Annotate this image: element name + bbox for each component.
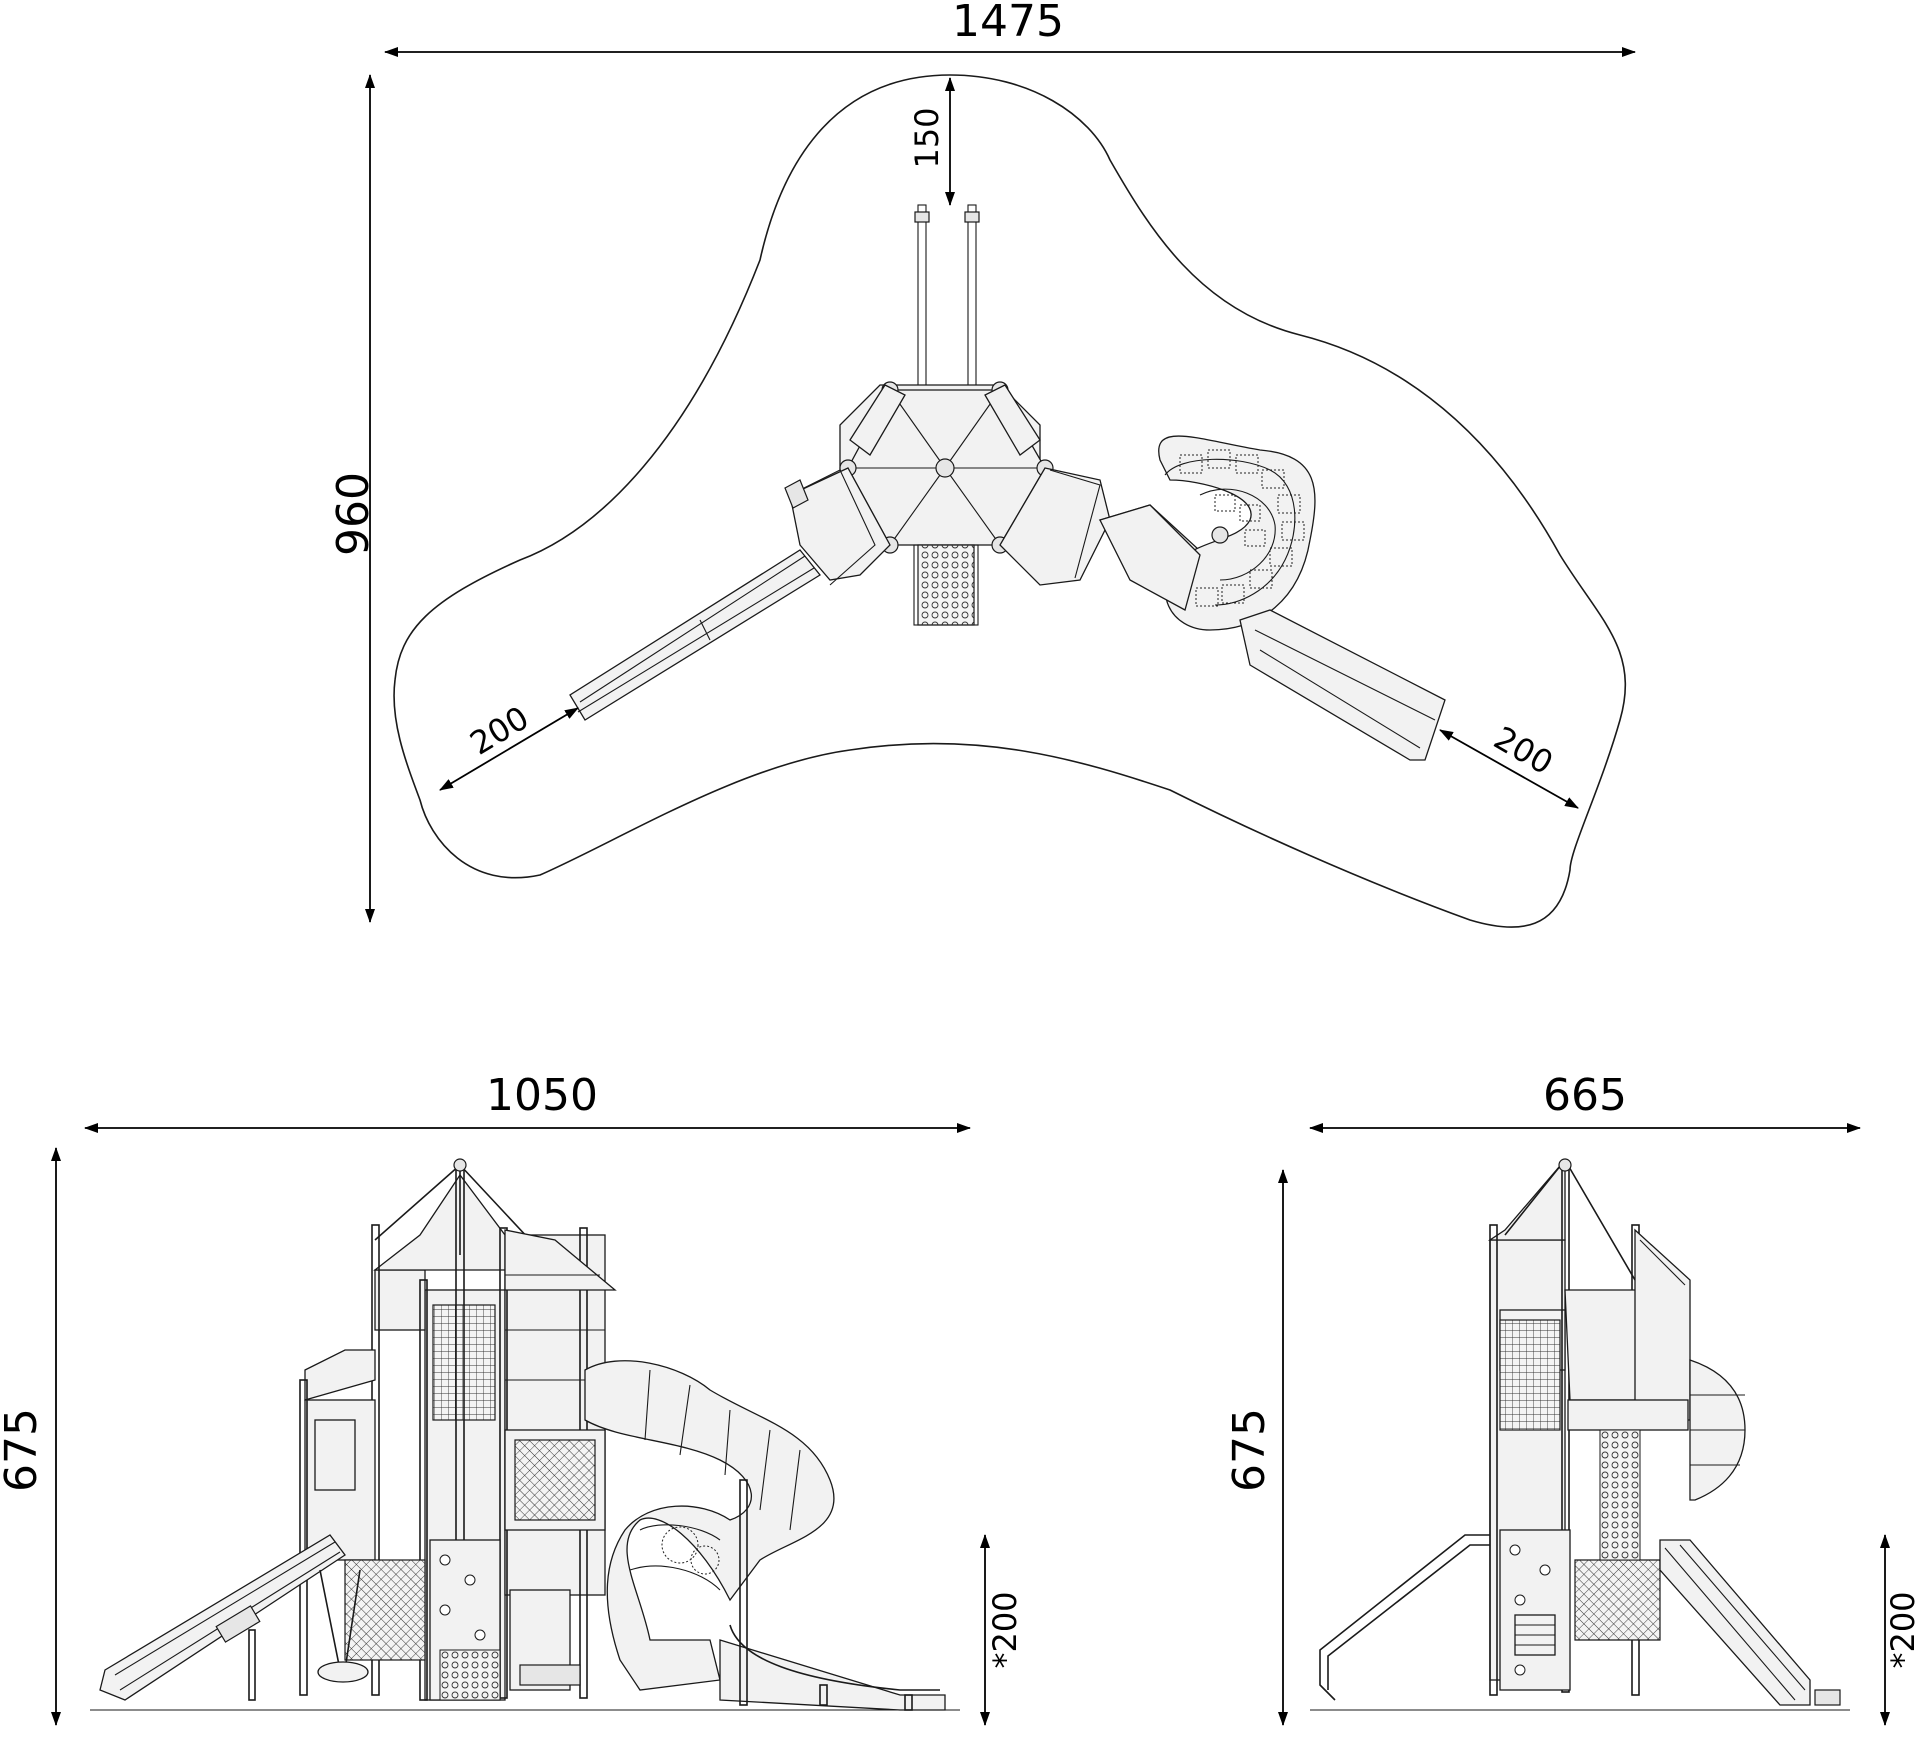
top-view: 1475 960 150 200 200 <box>328 0 1636 928</box>
front-left-tower <box>299 1349 426 1696</box>
tower-roof-hexagon <box>839 381 1054 554</box>
side-view: 665 675 *200 <box>1224 1070 1920 1726</box>
svg-text:1475: 1475 <box>952 0 1064 47</box>
rear-poles <box>914 204 980 396</box>
dim-width-665: 665 <box>1309 1070 1861 1133</box>
svg-text:*200: *200 <box>1884 1591 1920 1668</box>
front-nest-swing <box>317 1569 369 1683</box>
dim-height-675-side: 675 <box>1224 1169 1288 1726</box>
right-platform <box>999 467 1111 586</box>
front-view: 1050 675 *200 <box>0 1070 1024 1726</box>
side-tube-slide <box>1659 1359 1841 1706</box>
dim-left-200: 200 <box>439 699 579 791</box>
dim-top-150: 150 <box>908 77 955 206</box>
climbing-net-panel <box>917 544 975 626</box>
side-left-rail <box>1319 1534 1490 1701</box>
side-tower <box>1487 1158 1691 1696</box>
svg-text:150: 150 <box>908 107 946 168</box>
dim-height-960: 960 <box>328 74 379 923</box>
svg-text:1050: 1050 <box>486 1070 598 1121</box>
dim-fall-200-side: *200 <box>1880 1534 1920 1726</box>
svg-text:200: 200 <box>463 699 535 763</box>
left-slide <box>569 549 821 721</box>
svg-text:*200: *200 <box>986 1591 1024 1668</box>
dim-right-200: 200 <box>1439 719 1579 809</box>
svg-text:960: 960 <box>328 472 379 556</box>
left-platform <box>784 467 891 586</box>
svg-text:675: 675 <box>1224 1408 1275 1492</box>
front-tube-slide <box>584 1360 946 1711</box>
dim-width-1050: 1050 <box>84 1070 971 1133</box>
front-right-section <box>504 1429 606 1691</box>
dim-height-675-front: 675 <box>0 1147 61 1726</box>
dim-width-1475: 1475 <box>384 0 1636 57</box>
dim-fall-200-front: *200 <box>980 1534 1024 1726</box>
safety-zone-outline <box>393 74 1627 928</box>
tube-slide-spiral <box>1098 435 1446 761</box>
svg-text:675: 675 <box>0 1408 47 1492</box>
svg-text:200: 200 <box>1488 719 1560 782</box>
svg-text:665: 665 <box>1543 1070 1627 1121</box>
front-left-slide <box>99 1534 346 1701</box>
